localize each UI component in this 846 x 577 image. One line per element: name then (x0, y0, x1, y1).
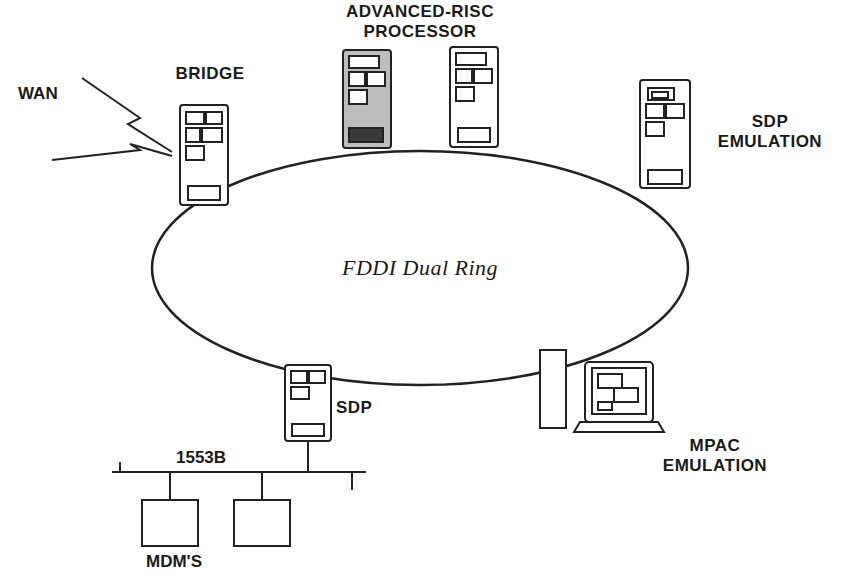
station-label: SDP EMULATION (700, 112, 840, 151)
text-label: 1553B (176, 448, 226, 468)
station-node: SDP (336, 398, 396, 418)
station-node: SDP EMULATION (700, 112, 840, 151)
ring-outline (152, 151, 688, 385)
station-node: MPAC EMULATION (640, 436, 790, 475)
station-label: ADVANCED-RISC PROCESSOR (330, 2, 510, 41)
station-label: BRIDGE (160, 64, 260, 84)
text-label: WAN (18, 84, 58, 104)
ring-node: FDDI Dual Ring (152, 151, 688, 385)
computer-cabinets (180, 47, 690, 441)
station-node: ADVANCED-RISC PROCESSOR (330, 2, 510, 41)
ring-title: FDDI Dual Ring (342, 255, 498, 280)
text-label: MDM'S (146, 552, 202, 572)
wan-link (52, 78, 172, 160)
station-node: BRIDGE (160, 64, 260, 84)
station-label: MPAC EMULATION (640, 436, 790, 475)
bus-wiring (112, 441, 366, 546)
station-label: SDP (336, 398, 396, 418)
